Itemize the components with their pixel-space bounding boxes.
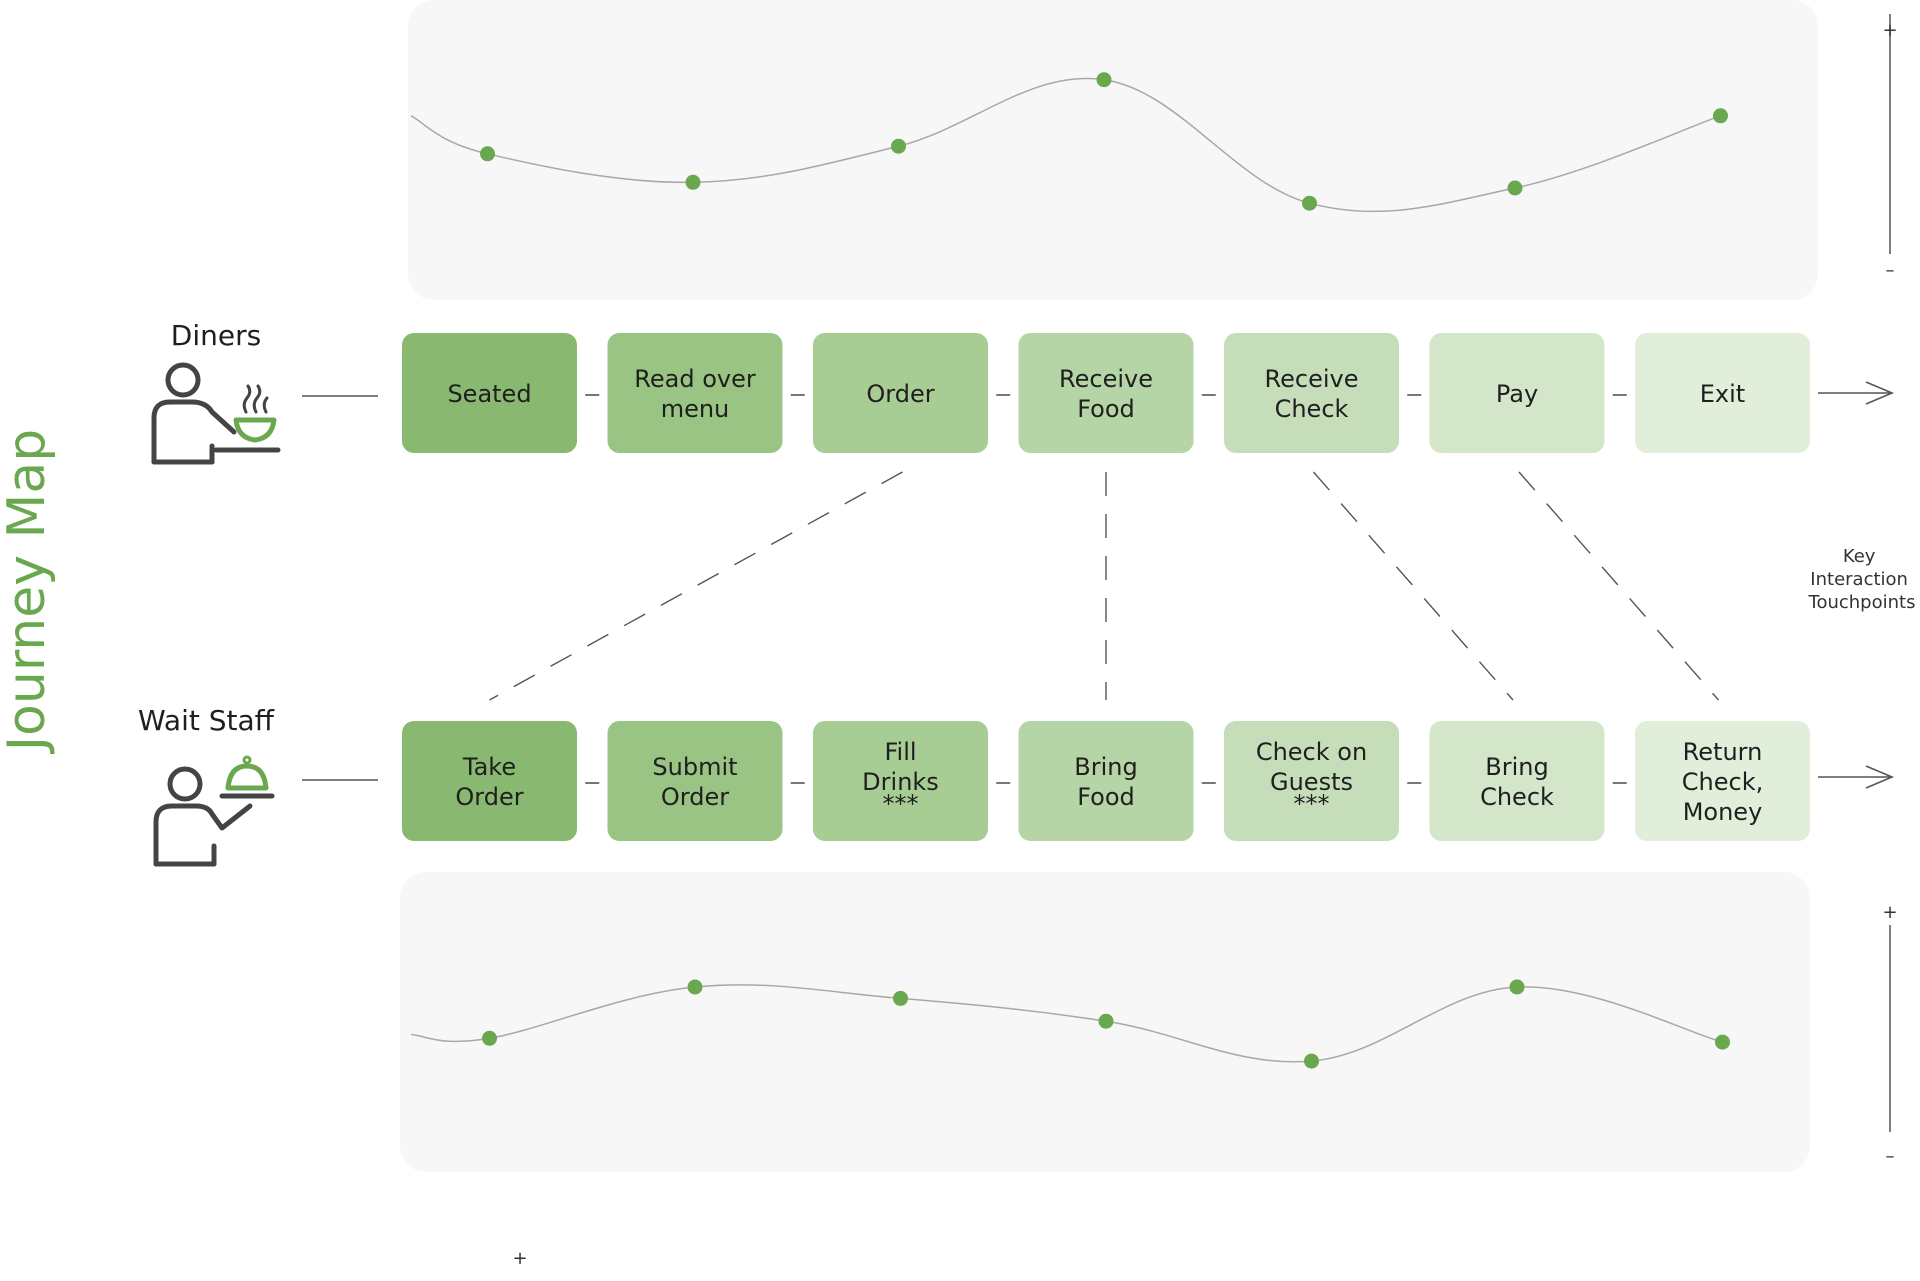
touchpoint-lines [489,471,1720,701]
wait-staff-step-box [402,721,577,841]
wait-staff-scale-plus: + [1882,902,1897,923]
wait-staff-step-label: *** [1294,790,1330,818]
page-title: Journey Map [0,429,57,755]
diners-step-box [1018,333,1194,453]
wait-staff-step-box [1224,721,1399,841]
stray-plus-mark: + [512,1248,527,1269]
diners-step-7: Exit [1635,333,1810,453]
diners-emotion-point-5 [1302,195,1317,211]
diners-step-label: Receive [1059,365,1153,393]
diners-emotion-point-6 [1507,180,1523,196]
diners-emotion-panel [408,0,1818,300]
wait-staff-step-label: Take [462,753,516,781]
wait-staff-step-box [1018,721,1194,841]
diners-emotion-curve [410,77,1721,213]
diners-step-box [813,333,988,453]
wait-staff-scale-minus: – [1886,1146,1895,1167]
diners-step-label: Read over [634,365,756,393]
emotion-curves [410,72,1730,1069]
key-label-line-3: Touchpoints [1808,592,1916,613]
wait-staff-step-box [1429,721,1605,841]
wait-staff-step-label: Bring [1074,753,1137,781]
wait-staff-step-label: Fill [884,738,916,766]
wait-staff-step-label: Check, [1682,768,1763,796]
wait-staff-emotion-point-3 [893,990,908,1006]
wait-staff-step-label: Return [1683,738,1763,766]
wait-staff-step-label: *** [883,790,919,818]
diners-emotion-point-7 [1713,108,1728,124]
wait-staff-step-label: Food [1077,783,1135,811]
diners-step-label: Pay [1496,380,1538,408]
key-label: Key Interaction Touchpoints [1808,546,1916,613]
touchpoint-line-4 [1518,471,1720,701]
diners-step-box [1224,333,1399,453]
wait-staff-emotion-point-2 [687,979,703,995]
diners-emotion-point-3 [891,138,906,154]
diners-scale-plus: + [1882,20,1897,41]
wait-staff-step-label: Check [1480,783,1554,811]
diners-end-arrow-icon [1818,381,1895,405]
wait-staff-emotion-point-4 [1098,1013,1114,1029]
wait-staff-label: Wait Staff [138,704,275,737]
diners-step-label: Order [866,380,934,408]
diners-step-box [607,333,783,453]
key-label-line-1: Key [1843,546,1876,567]
wait-staff-step-label: Money [1683,798,1763,826]
wait-staff-step-label: Check on [1256,738,1367,766]
wait-staff-emotion-point-1 [482,1030,497,1046]
wait-staff-step-label: Submit [652,753,737,781]
wait-staff-emotion-point-7 [1715,1034,1730,1050]
wait-staff-step-box [607,721,783,841]
wait-staff-step-box [813,721,988,841]
diners-emotion-point-1 [480,146,495,162]
diners-step-label: Exit [1700,380,1745,408]
waiter-with-cloche-icon [153,755,275,867]
diner-with-soup-icon [151,362,281,465]
wait-staff-step-box [1635,721,1810,841]
diners-emotion-point-4 [1096,72,1112,88]
wait-staff-step-label: Order [661,783,729,811]
wait-staff-step-label: Guests [1270,768,1353,796]
diners-step-box [1429,333,1605,453]
diners-step-label: Check [1275,395,1349,423]
wait-staff-emotion-curve [410,984,1723,1063]
wait-staff-step-label: Drinks [862,768,939,796]
wait-staff-step-label: Bring [1485,753,1548,781]
touchpoint-line-3 [1312,471,1514,701]
diners-scale-minus: – [1886,260,1895,281]
wait-staff-end-arrow-icon [1818,765,1895,789]
key-label-line-2: Interaction [1810,569,1908,590]
wait-staff-step-label: Order [455,783,523,811]
diners-step-label: Seated [447,380,531,408]
diners-step-6: Pay [1429,333,1605,453]
diners-emotion-point-2 [685,174,701,190]
diners-step-1: Seated [402,333,577,453]
wait-staff-emotion-point-6 [1509,979,1525,995]
diners-step-label: menu [661,395,730,423]
diners-step-box [1635,333,1810,453]
diners-step-label: Receive [1265,365,1359,393]
diners-step-box [402,333,577,453]
diners-label: Diners [171,319,261,352]
diners-step-3: Order [813,333,988,453]
diners-step-label: Food [1077,395,1135,423]
wait-staff-emotion-point-5 [1304,1053,1319,1069]
touchpoint-line-1 [489,471,903,701]
